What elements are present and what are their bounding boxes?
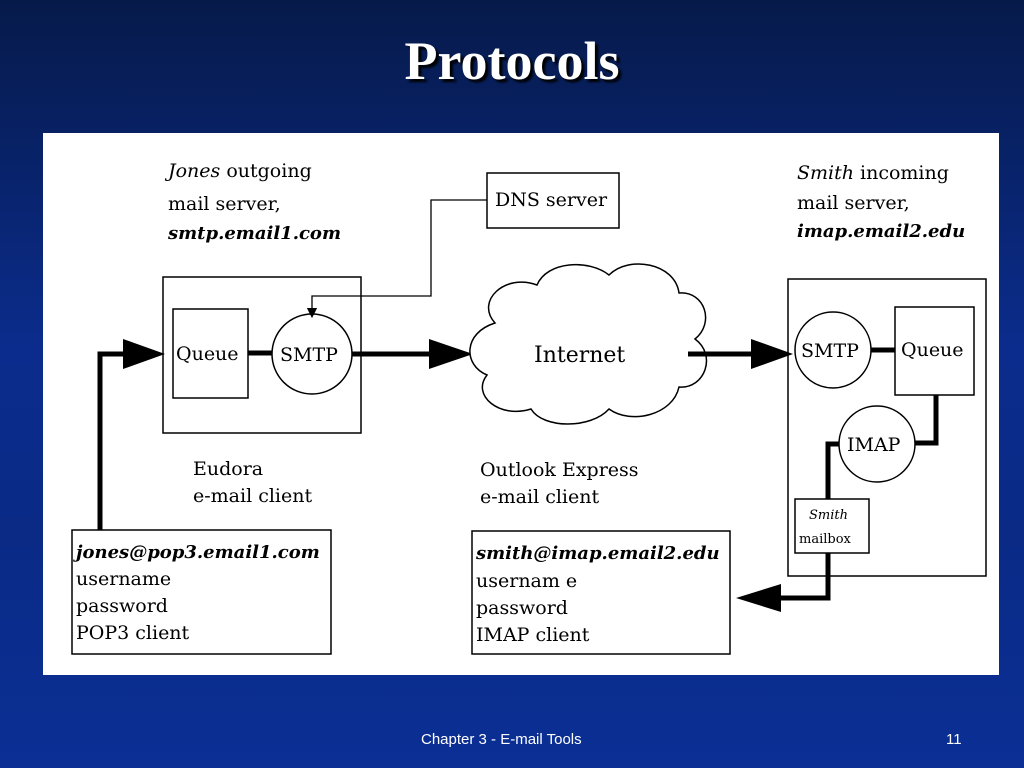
dns-server-box bbox=[486, 172, 620, 229]
jones-client-box bbox=[71, 529, 332, 655]
smith-queue-box bbox=[894, 306, 975, 396]
internet-cloud bbox=[469, 263, 708, 425]
jones-server-host: smtp.email1.com bbox=[167, 223, 341, 244]
dns-lookup-line bbox=[306, 199, 487, 319]
pop3-to-server-arrow-line bbox=[97, 351, 125, 530]
smtp-to-internet-arrowhead bbox=[429, 339, 473, 369]
pop3-to-server-arrowhead bbox=[123, 339, 165, 369]
jones-server-caption-line1: Jones outgoing bbox=[164, 160, 312, 182]
smith-server-caption-line1: Smith incoming bbox=[797, 162, 949, 184]
smith-mailbox-box bbox=[794, 498, 870, 554]
smith-client-username: usernam e bbox=[476, 570, 577, 592]
eudora-caption-line2: e-mail client bbox=[193, 485, 312, 507]
jones-client-protocol: POP3 client bbox=[76, 622, 190, 644]
slide-number: 11 bbox=[946, 731, 962, 748]
smith-smtp-label: SMTP bbox=[801, 340, 859, 362]
mailbox-to-client-arrowhead bbox=[736, 584, 781, 612]
outlook-caption-line2: e-mail client bbox=[480, 486, 599, 508]
mailbox-owner-label: Smith bbox=[809, 508, 848, 523]
dns-server-label: DNS server bbox=[495, 189, 608, 211]
internet-to-smtp-arrowhead bbox=[751, 339, 793, 369]
jones-smtp-label: SMTP bbox=[280, 344, 338, 366]
smith-client-account: smith@imap.email2.edu bbox=[475, 543, 720, 564]
jones-server-caption-line2: mail server, bbox=[168, 193, 281, 215]
smith-client-box bbox=[471, 530, 731, 655]
queue-to-imap-line bbox=[915, 395, 939, 446]
jones-queue-box bbox=[172, 308, 249, 399]
imap-to-mailbox-line bbox=[825, 441, 839, 499]
protocol-diagram: Jones outgoing mail server, smtp.email1.… bbox=[43, 133, 999, 675]
smith-server-caption-line2: mail server, bbox=[797, 192, 910, 214]
smith-client-protocol: IMAP client bbox=[476, 624, 590, 646]
imap-label: IMAP bbox=[847, 434, 901, 456]
mailbox-label: mailbox bbox=[799, 532, 852, 547]
jones-client-password: password bbox=[76, 595, 168, 617]
eudora-caption-line1: Eudora bbox=[193, 458, 263, 480]
slide-title: Protocols bbox=[404, 31, 620, 91]
smith-client-password: password bbox=[476, 597, 568, 619]
smith-server-host: imap.email2.edu bbox=[797, 221, 965, 242]
jones-client-username: username bbox=[76, 568, 171, 590]
outlook-caption-line1: Outlook Express bbox=[480, 459, 639, 481]
internet-label: Internet bbox=[534, 343, 625, 368]
jones-client-account: jones@pop3.email1.com bbox=[73, 542, 320, 563]
jones-queue-label: Queue bbox=[176, 343, 239, 365]
smith-queue-label: Queue bbox=[901, 339, 964, 361]
smith-server-box bbox=[787, 278, 987, 577]
slide-footer: Chapter 3 - E-mail Tools bbox=[421, 731, 582, 748]
mailbox-to-client-arrow-line bbox=[781, 553, 831, 601]
